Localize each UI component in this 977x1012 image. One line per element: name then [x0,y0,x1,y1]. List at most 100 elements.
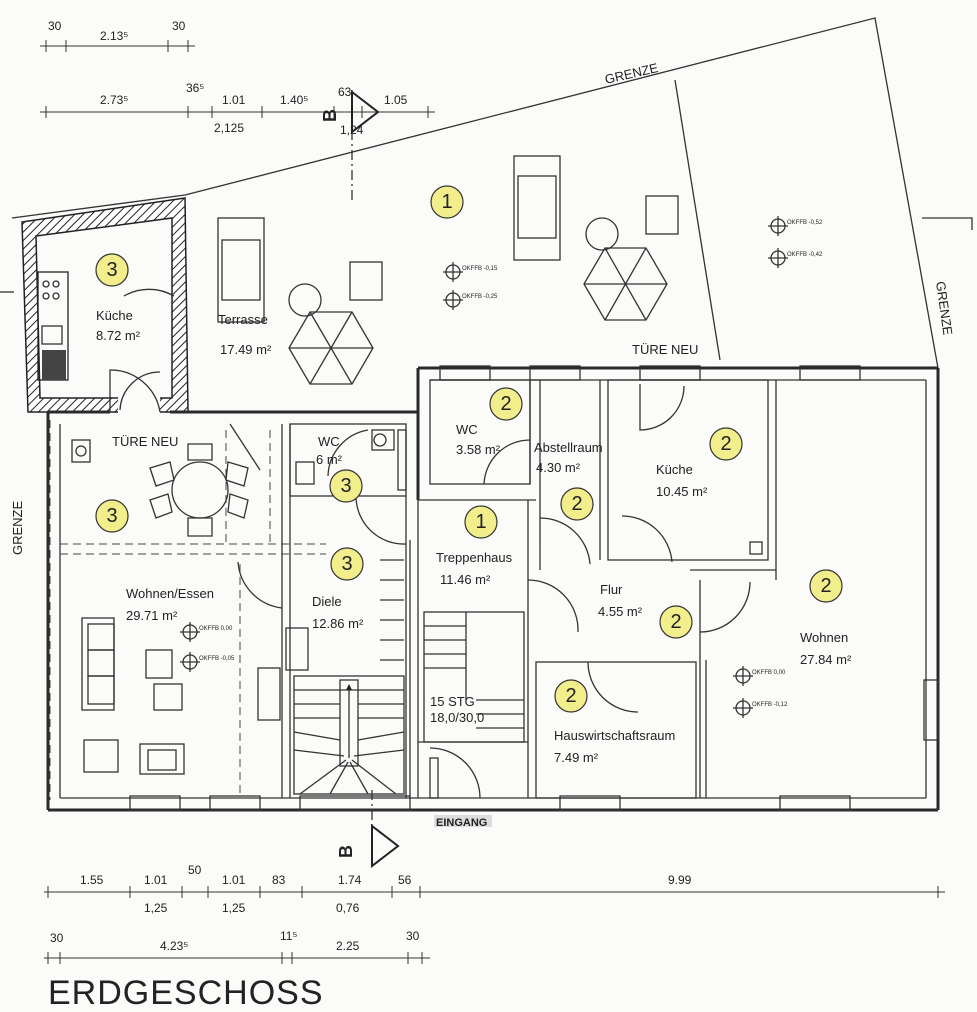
svg-text:Abstellraum: Abstellraum [534,440,603,455]
stair-label: 18,0/30,0 [430,710,484,725]
dim-label: 1.74 [338,873,362,887]
svg-text:17.49 m²: 17.49 m² [220,342,272,357]
svg-text:OKFFB -0,25: OKFFB -0,25 [462,294,498,300]
dim-label: 1,25 [144,901,168,915]
dim-label: 56 [398,873,412,887]
badge: 2 [709,427,743,461]
svg-text:8.72 m²: 8.72 m² [96,328,141,343]
svg-text:Küche: Küche [96,308,133,323]
room-wc-right: WC 3.58 m² [456,422,501,457]
svg-text:2: 2 [720,433,731,455]
section-letter: B [336,845,356,858]
section-letter: B [320,109,340,122]
svg-text:Wohnen: Wohnen [800,630,848,645]
boundary-label-right: GRENZE [933,280,955,336]
svg-text:Hauswirtschaftsraum: Hauswirtschaftsraum [554,728,675,743]
svg-text:1: 1 [475,511,486,533]
svg-text:OKFFB -0,52: OKFFB -0,52 [787,220,823,226]
level-mark: OKFFB 0,00 [733,666,786,686]
dim-label: 2.73⁵ [100,93,128,107]
svg-text:2: 2 [565,685,576,707]
room-badges: 3 1 2 2 2 1 2 2 2 3 3 3 [95,185,843,713]
room-kueche-outdoor: Küche 8.72 m² [96,308,141,343]
dim-label: 83 [272,873,286,887]
dim-label: 30 [50,931,64,945]
svg-text:WC: WC [456,422,478,437]
level-mark: OKFFB 0,00 [180,622,233,642]
svg-text:11.46 m²: 11.46 m² [440,572,491,587]
svg-text:2: 2 [500,393,511,415]
dim-label: 9.99 [668,873,692,887]
house-walls [46,365,940,812]
badge: 2 [809,569,843,603]
badge: 3 [329,469,363,503]
stairs [293,559,525,795]
dimension-row-bottom-1: 1.55 1.01 1,25 50 1.01 1,25 83 1.74 0,76… [44,863,945,915]
dim-label: 1.40⁵ [280,93,308,107]
svg-text:4.30 m²: 4.30 m² [536,460,581,475]
outdoor-kitchen [21,197,189,414]
dim-label: 1.05 [384,93,408,107]
dim-label: 1,25 [222,901,246,915]
svg-text:Flur: Flur [600,582,623,597]
svg-text:7.49 m²: 7.49 m² [554,750,599,765]
dim-label: 1.01 [222,93,246,107]
dim-label: 1.55 [80,873,104,887]
svg-text:OKFFB -0,12: OKFFB -0,12 [752,702,788,708]
dim-label: 4.23⁵ [160,939,188,953]
room-treppenhaus: Treppenhaus 11.46 m² [436,550,513,587]
svg-text:WC: WC [318,434,340,449]
badge: 1 [430,185,464,219]
svg-text:3: 3 [340,475,351,497]
dim-label: 2.13⁵ [100,29,128,43]
dim-label: 0,76 [336,901,360,915]
dim-label: 63 [338,85,352,99]
svg-text:4.55 m²: 4.55 m² [598,604,643,619]
dim-label: 2,125 [214,121,244,135]
floor-title: ERDGESCHOSS [48,974,324,1012]
dim-label: 50 [188,863,202,877]
dim-label: 30 [172,19,186,33]
dim-label: 36⁵ [186,81,204,95]
svg-text:3.58 m²: 3.58 m² [456,442,501,457]
dimension-row-top-1: 30 2.13⁵ 30 [40,19,195,52]
badge: 3 [330,547,364,581]
svg-text:Diele: Diele [312,594,342,609]
badge: 3 [95,499,129,533]
level-mark: OKFFB -0,25 [443,290,498,310]
section-marker-bottom: B [336,790,400,870]
furniture [71,155,679,775]
dim-label: 30 [48,19,62,33]
level-markers: OKFFB -0,15 OKFFB -0,25 OKFFB -0,52 OKFF… [180,216,823,718]
level-mark: OKFFB -0,05 [180,652,235,672]
badge: 2 [659,605,693,639]
svg-text:12.86 m²: 12.86 m² [312,616,364,631]
room-terrasse: Terrasse 17.49 m² [218,312,272,357]
boundary-label-left: GRENZE [10,501,25,556]
svg-text:Küche: Küche [656,462,693,477]
room-abstellraum: Abstellraum 4.30 m² [534,440,603,475]
dim-label: 1.01 [144,873,168,887]
badge: 2 [554,679,588,713]
dim-label: 11⁵ [280,929,297,943]
svg-text:3: 3 [341,553,352,575]
dimension-row-bottom-2: 30 4.23⁵ 11⁵ 2.25 30 [44,929,430,964]
level-mark: OKFFB -0,52 [768,216,823,236]
svg-text:OKFFB 0,00: OKFFB 0,00 [752,670,786,676]
dim-label: 2.25 [336,939,360,953]
svg-text:2: 2 [820,575,831,597]
badge: 1 [464,505,498,539]
svg-text:Treppenhaus: Treppenhaus [436,550,513,565]
svg-text:OKFFB 0,00: OKFFB 0,00 [199,626,233,632]
svg-text:OKFFB -0,05: OKFFB -0,05 [199,656,235,662]
svg-text:3: 3 [106,259,117,281]
svg-text:OKFFB -0,15: OKFFB -0,15 [462,266,498,272]
badge: 2 [489,387,523,421]
svg-text:2: 2 [571,493,582,515]
svg-text:Terrasse: Terrasse [218,312,268,327]
dim-label: 1.01 [222,873,246,887]
